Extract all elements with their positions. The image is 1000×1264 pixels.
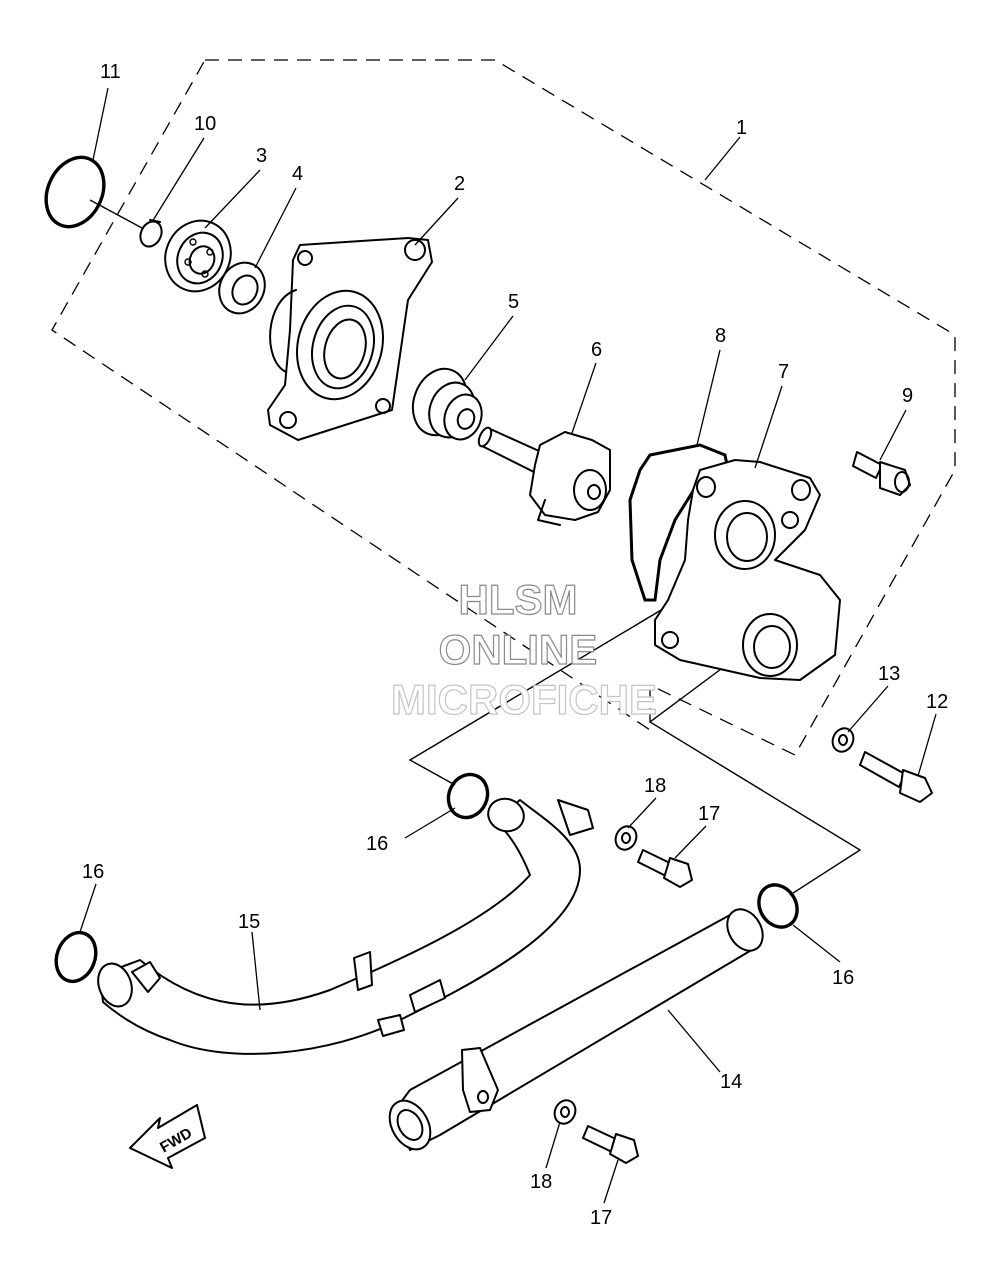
callout-3: 3 [256, 145, 267, 167]
part-16-oring-upper [446, 772, 490, 820]
callout-1: 1 [736, 117, 747, 139]
part-3-bearing [164, 219, 232, 293]
leader-lines [79, 87, 937, 1204]
part-9-bolt [852, 451, 911, 496]
callout-16-upper: 16 [366, 833, 388, 855]
part-17-bolt-lower [582, 1125, 639, 1164]
part-12-bolt [859, 751, 933, 803]
callout-17-lower: 17 [590, 1207, 612, 1229]
callout-2: 2 [454, 173, 465, 195]
pipe-routing-lines [408, 544, 862, 896]
part-13-washer [831, 727, 855, 753]
callout-9: 9 [902, 385, 913, 407]
callout-12: 12 [926, 691, 948, 713]
callout-5: 5 [508, 291, 519, 313]
part-10-circlip [139, 219, 163, 248]
part-8-gasket [628, 443, 730, 602]
watermark-line-3: MICROFICHE [391, 676, 657, 723]
part-11-oring [44, 155, 143, 229]
part-16-oring-right [757, 883, 799, 929]
callout-4: 4 [292, 163, 303, 185]
part-16-oring-left [54, 930, 98, 984]
part-15-coolant-pipe [97, 797, 594, 1055]
callout-18-lower: 18 [530, 1171, 552, 1193]
part-5-mechanical-seal [411, 367, 483, 441]
watermark: HLSM ONLINE MICROFICHE [390, 575, 657, 723]
part-18-washer-lower [553, 1099, 577, 1125]
watermark-line-2: ONLINE [439, 626, 598, 673]
watermark-line-1: HLSM [459, 576, 578, 623]
part-17-bolt-upper [637, 849, 693, 888]
part-4-oil-seal [218, 261, 266, 315]
part-18-washer-upper [614, 825, 638, 851]
callout-8: 8 [715, 325, 726, 347]
callout-17-upper: 17 [698, 803, 720, 825]
part-14-coolant-pipe [388, 908, 764, 1151]
callout-11: 11 [100, 61, 121, 83]
callout-6: 6 [591, 339, 602, 361]
part-7-pump-cover [654, 459, 841, 681]
callout-7: 7 [778, 361, 789, 383]
callout-10: 10 [194, 113, 216, 135]
fwd-arrow-icon: FWD [129, 1104, 206, 1169]
callout-18-upper: 18 [644, 775, 666, 797]
part-2-pump-housing [267, 237, 433, 441]
callout-numbers: 1 2 3 4 5 6 7 8 9 10 11 12 13 14 15 16 1… [82, 61, 948, 1229]
callout-16-right: 16 [832, 967, 854, 989]
part-6-impeller-shaft [477, 426, 611, 526]
callout-16-left: 16 [82, 861, 104, 883]
callout-14: 14 [720, 1071, 742, 1093]
callout-13: 13 [878, 663, 900, 685]
callout-15: 15 [238, 911, 260, 933]
assembly-boundary [51, 59, 956, 756]
